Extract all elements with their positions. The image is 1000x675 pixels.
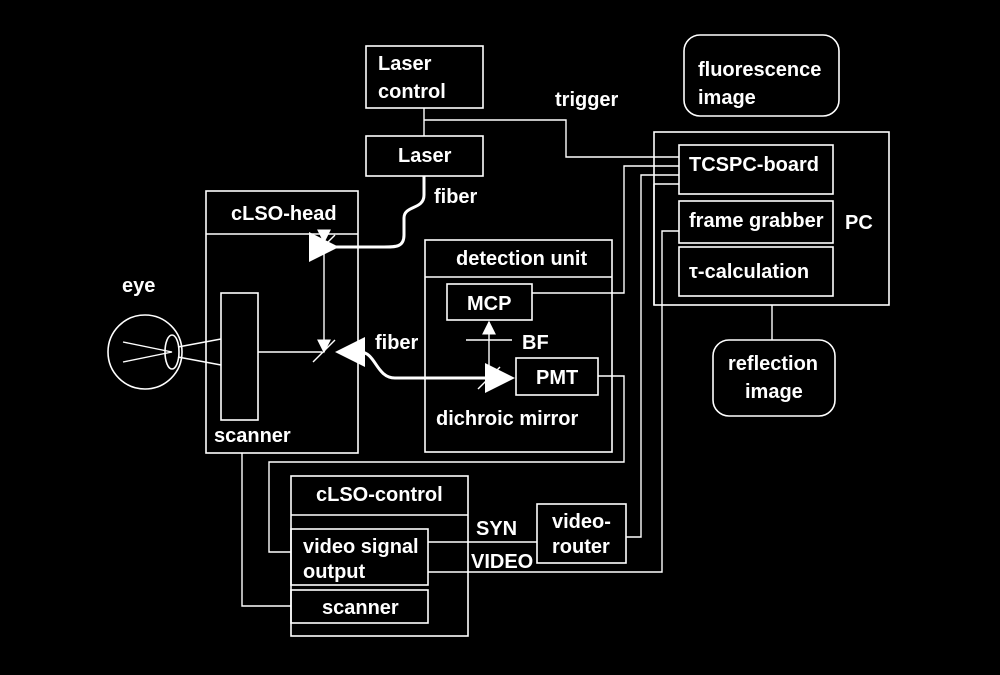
laser-label: Laser: [398, 145, 452, 167]
laser-control-label-2: control: [378, 81, 446, 103]
reflection-image-label: reflection: [728, 353, 818, 375]
fiber-pmt-path: [335, 337, 515, 393]
fiber-label-top: fiber: [434, 186, 478, 208]
detection-unit-label: detection unit: [456, 248, 587, 270]
eye-label: eye: [122, 275, 155, 297]
frame-grabber-box: [678, 200, 834, 244]
clso-control-label: cLSO-control: [316, 484, 443, 506]
reflection-image-label-2: image: [745, 381, 803, 403]
fluorescence-image-box: [683, 34, 840, 117]
video-label: VIDEO: [471, 551, 533, 573]
mcp-box: [446, 283, 533, 321]
reflection-image-box: [712, 339, 836, 417]
fiber-laser-path: [309, 176, 426, 262]
scanner-mirror-box: [220, 292, 259, 421]
clso-head-label: cLSO-head: [231, 203, 337, 225]
fiber-label-mid: fiber: [375, 332, 419, 354]
video-router-box: [536, 503, 627, 564]
eye-icon: [107, 314, 222, 390]
clso-head-box: [205, 190, 359, 454]
mcp-label: MCP: [467, 293, 511, 315]
laser-control-label: Laser: [378, 53, 432, 75]
tcspc-board-label: TCSPC-board: [689, 154, 819, 176]
scanner-control-label: scanner: [322, 597, 399, 619]
syn-label: SYN: [476, 518, 517, 540]
scan-mirror-bottom: [312, 339, 336, 363]
video-signal-label-2: output: [303, 561, 366, 583]
tau-calculation-box: [678, 246, 834, 297]
bf-label: BF: [522, 332, 549, 354]
frame-grabber-label: frame grabber: [689, 210, 824, 232]
dichroic-mirror-label: dichroic mirror: [436, 408, 578, 430]
fluorescence-image-label-2: image: [698, 87, 756, 109]
tau-calculation-label: τ-calculation: [689, 261, 809, 283]
video-router-label: video-: [552, 511, 611, 533]
video-signal-label: video signal: [303, 536, 419, 558]
pc-label: PC: [845, 212, 873, 234]
video-router-label-2: router: [552, 536, 610, 558]
pmt-label: PMT: [536, 367, 578, 389]
tcspc-board-box: [678, 144, 834, 195]
video-signal-output-box: [290, 528, 429, 586]
trigger-label: trigger: [555, 89, 619, 111]
scanner-head-label: scanner: [214, 425, 291, 447]
fluorescence-image-label: fluorescence: [698, 59, 821, 81]
